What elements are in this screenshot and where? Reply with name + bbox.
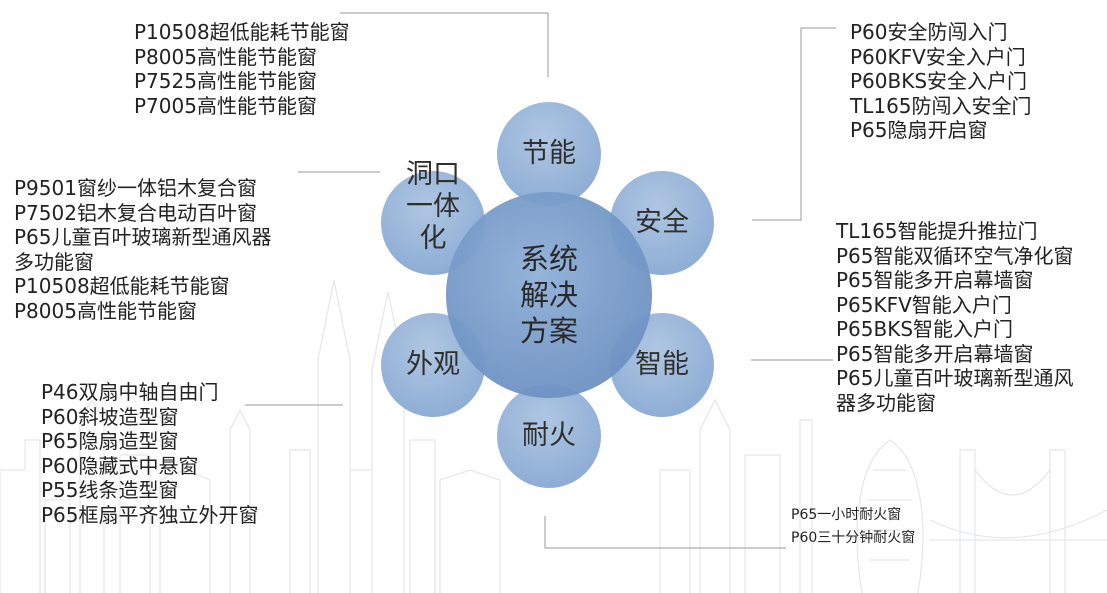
circle-label-fire: 耐火 [522, 420, 576, 451]
energy-item: P7005高性能节能窗 [134, 93, 317, 118]
integration-item: P8005高性能节能窗 [14, 298, 197, 323]
smart-item: P65智能双循环空气净化窗 [836, 243, 1074, 268]
appearance-item: P65框扇平齐独立外开窗 [41, 502, 259, 527]
circle-label-appearance: 外观 [406, 349, 460, 380]
smart-item: P65BKS智能入户门 [836, 317, 1014, 341]
center-label-line-1: 系统 [519, 242, 578, 276]
appearance-item: P65隐扇造型窗 [41, 429, 179, 453]
circle-label-integration-1: 洞口 [406, 159, 460, 190]
energy-item: P8005高性能节能窗 [134, 44, 317, 69]
group-security-products: P60安全防闯入门 P60KFV安全入户门 P60BKS安全入户门 TL165防… [850, 20, 1032, 143]
circle-label-integration-2: 一体 [406, 191, 460, 222]
security-item: P60BKS安全入户门 [850, 69, 1028, 93]
integration-item: P9501窗纱一体铝木复合窗 [14, 176, 257, 200]
integration-item: 多功能窗 [14, 249, 94, 274]
fire-item: P60三十分钟耐火窗 [791, 530, 916, 546]
group-integration-products: P9501窗纱一体铝木复合窗 P7502铝木复合电动百叶窗 P65儿童百叶玻璃新… [14, 176, 272, 323]
group-energy-products: P10508超低能耗节能窗 P8005高性能节能窗 P7525高性能节能窗 P7… [134, 20, 350, 118]
smart-item: P65智能多开启幕墙窗 [836, 268, 1034, 292]
smart-item: P65KFV智能入户门 [836, 292, 1012, 317]
group-appearance-products: P46双扇中轴自由门 P60斜坡造型窗 P65隐扇造型窗 P60隐藏式中悬窗 P… [41, 380, 259, 527]
smart-item: 器多功能窗 [836, 390, 936, 415]
security-item: P65隐扇开启窗 [850, 118, 988, 142]
circle-smart: 智能 [610, 313, 714, 417]
smart-item: P65智能多开启幕墙窗 [836, 341, 1034, 366]
group-fire-products: P65一小时耐火窗 P60三十分钟耐火窗 [791, 504, 915, 550]
integration-item: P10508超低能耗节能窗 [14, 274, 230, 298]
integration-item: P7502铝木复合电动百叶窗 [14, 200, 257, 225]
circle-label-energy: 节能 [522, 138, 576, 169]
energy-item: P10508超低能耗节能窗 [134, 20, 350, 44]
energy-item: P7525高性能节能窗 [134, 69, 317, 93]
security-item: P60安全防闯入门 [850, 20, 1008, 44]
integration-item: P65儿童百叶玻璃新型通风器 [14, 225, 272, 249]
center-label-line-2: 解决 [519, 278, 578, 312]
circle-fire-resistance: 耐火 [497, 384, 601, 488]
circle-label-security: 安全 [635, 207, 689, 238]
smart-item: TL165智能提升推拉门 [836, 219, 1038, 243]
circle-energy-saving: 节能 [497, 102, 601, 206]
appearance-item: P55线条造型窗 [41, 478, 179, 502]
security-item: P60KFV安全入户门 [850, 44, 1026, 69]
center-label-line-3: 方案 [519, 314, 578, 348]
appearance-item: P60隐藏式中悬窗 [41, 453, 199, 478]
smart-item: P65儿童百叶玻璃新型通风 [836, 366, 1074, 390]
circle-label-integration-3: 化 [419, 223, 447, 254]
circle-label-smart: 智能 [635, 349, 689, 380]
security-item: TL165防闯入安全门 [850, 93, 1032, 118]
fire-item: P65一小时耐火窗 [791, 507, 902, 523]
group-smart-products: TL165智能提升推拉门 P65智能双循环空气净化窗 P65智能多开启幕墙窗 P… [836, 219, 1074, 415]
appearance-item: P46双扇中轴自由门 [41, 380, 219, 404]
center-circle-system-solution: 系统 解决 方案 [446, 192, 652, 398]
appearance-item: P60斜坡造型窗 [41, 404, 179, 429]
circle-opening-integration: 洞口 一体 化 [381, 159, 485, 275]
